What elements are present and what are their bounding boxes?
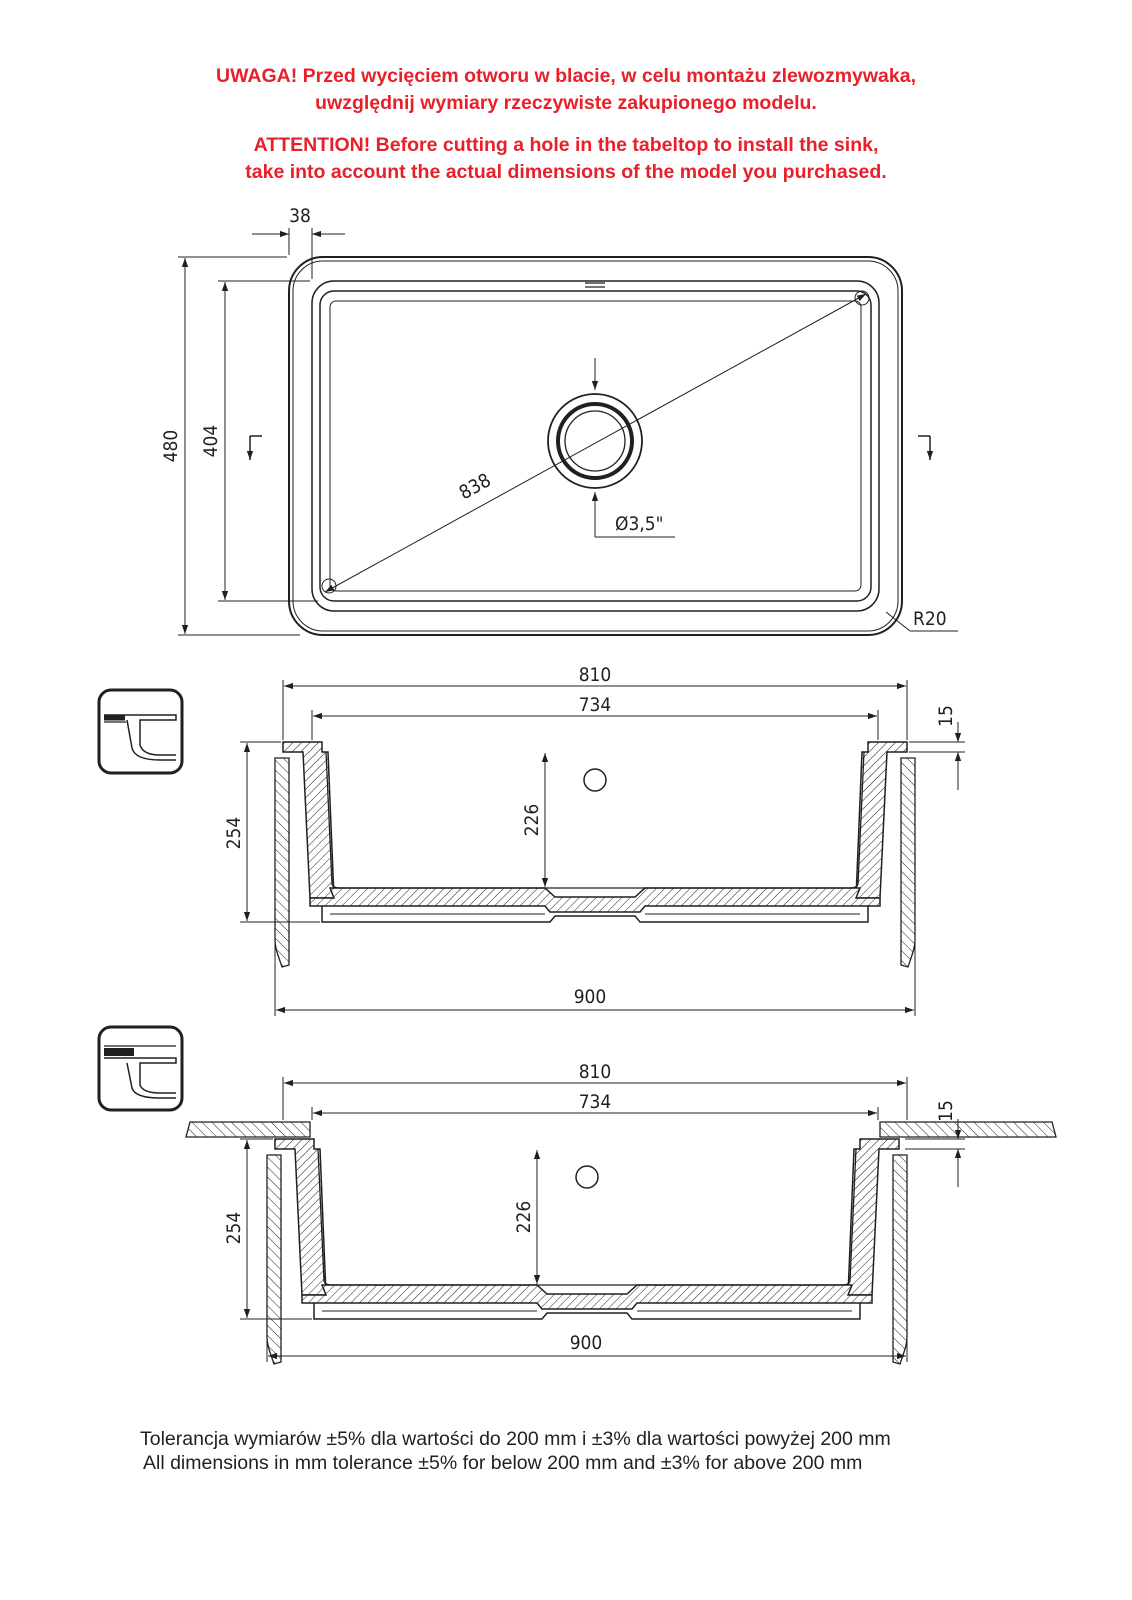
outer-depth-label: 480 [160, 430, 182, 463]
s2-bowl-depth-label: 226 [513, 1201, 535, 1234]
warning-english-line-2: take into account the actual dimensions … [245, 161, 887, 183]
mounting-detail-icon-2 [97, 1025, 184, 1112]
countertop-left [185, 1121, 311, 1138]
s1-inner-width-label: 734 [579, 694, 612, 716]
s2-outer-width-label: 810 [579, 1061, 612, 1083]
overflow-slot [585, 282, 605, 288]
s1-outer-width-label: 810 [579, 664, 612, 686]
countertop-right [879, 1121, 1057, 1138]
rim-width-label: 38 [289, 205, 311, 227]
s1-bowl-depth-label: 226 [521, 804, 543, 837]
s1-cabinet-width-label: 900 [574, 986, 607, 1008]
s2-rim-height-label: 15 [935, 1100, 957, 1122]
sink-outer-outline [288, 256, 903, 636]
diagonal-dimension-line [324, 293, 867, 593]
s1-rim-height-label: 15 [935, 705, 957, 727]
warning-polish-line-2: uwzględnij wymiary rzeczywiste zakupione… [315, 92, 817, 114]
tolerance-note: Tolerancja wymiarów ±5% dla wartości do … [140, 1427, 1040, 1475]
mounting-detail-icon-1 [97, 688, 184, 775]
sink-outer-outline-inner [292, 260, 899, 632]
section-view-1: 810 734 15 254 226 900 [97, 664, 965, 1016]
sink-bowl-outer [311, 280, 880, 612]
warning-english: ATTENTION! Before cutting a hole in the … [0, 132, 1132, 186]
warning-polish: UWAGA! Przed wycięciem otworu w blacie, … [0, 63, 1132, 117]
inner-depth-label: 404 [200, 425, 222, 458]
diagonal-label: 838 [455, 469, 494, 504]
section-view-2: 810 734 15 254 226 900 [97, 1025, 1057, 1365]
tolerance-polish: Tolerancja wymiarów ±5% dla wartości do … [140, 1428, 891, 1450]
drain-outer [547, 393, 643, 489]
s2-cabinet-width-label: 900 [570, 1332, 603, 1354]
corner-detail-tr [854, 290, 870, 306]
corner-radius-label: R20 [913, 608, 947, 630]
warning-english-line-1: ATTENTION! Before cutting a hole in the … [253, 134, 879, 156]
radius-leader [885, 611, 911, 632]
section-marker-right [918, 435, 930, 460]
sink-bowl-inner [319, 290, 872, 602]
s2-total-height-label: 254 [223, 1212, 245, 1245]
s2-inner-width-label: 734 [579, 1091, 612, 1113]
tolerance-english: All dimensions in mm tolerance ±5% for b… [143, 1452, 863, 1474]
section-marker-left [250, 435, 262, 460]
s1-total-height-label: 254 [223, 817, 245, 850]
top-view: 838 Ø3,5" 38 480 404 R20 [160, 205, 958, 636]
corner-detail-bl [321, 578, 337, 594]
drain-diameter-label: Ø3,5" [615, 513, 663, 535]
warning-polish-line-1: UWAGA! Przed wycięciem otworu w blacie, … [215, 65, 916, 87]
